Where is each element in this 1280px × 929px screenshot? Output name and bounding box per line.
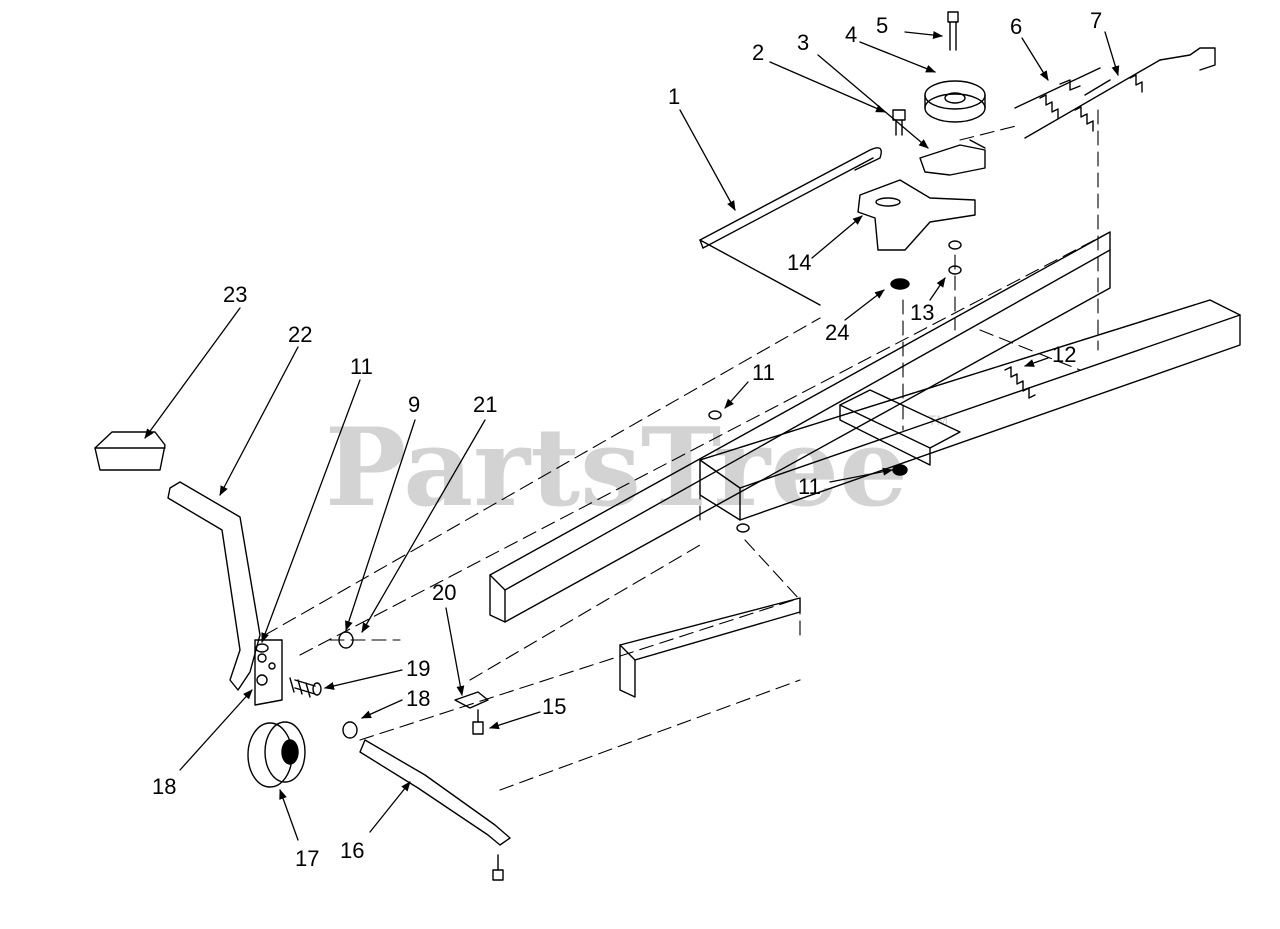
callout-5: 5 xyxy=(876,13,888,38)
bolt-lower xyxy=(492,854,504,881)
bolt-2 xyxy=(892,109,906,136)
callout-19: 19 xyxy=(406,656,430,681)
callout-23: 23 xyxy=(223,282,247,307)
frame-rail-lower xyxy=(619,597,801,698)
brake-rod xyxy=(359,739,511,846)
callout-7: 7 xyxy=(1090,8,1102,33)
callout-1: 1 xyxy=(668,84,680,109)
frame-rail-upper xyxy=(489,231,1111,623)
watermark: PartsTree TM xyxy=(325,405,948,531)
callout-17: 17 xyxy=(295,846,319,871)
callout-18-plate: 18 xyxy=(152,774,176,799)
callout-6: 6 xyxy=(1010,14,1022,39)
callout-11-pedal: 11 xyxy=(350,354,373,379)
callout-18-washer: 18 xyxy=(406,686,430,711)
callout-labels: 1 2 3 4 5 6 7 14 24 13 12 11 11 23 22 11… xyxy=(152,8,1102,871)
callout-13: 13 xyxy=(910,300,934,325)
callout-20: 20 xyxy=(432,580,456,605)
callout-3: 3 xyxy=(797,30,809,55)
nut-11 xyxy=(255,410,908,653)
bolt-5 xyxy=(947,11,959,51)
frame-rail-main xyxy=(699,299,1241,521)
shoulder-bolt xyxy=(289,677,322,698)
spring-7 xyxy=(1024,47,1216,139)
callout-11-cross: 11 xyxy=(798,474,821,499)
callout-16: 16 xyxy=(340,838,364,863)
callout-2: 2 xyxy=(752,40,764,65)
nut-13 xyxy=(948,240,962,275)
washer-24 xyxy=(890,278,910,290)
callout-21: 21 xyxy=(473,392,497,417)
spring-6 xyxy=(1014,67,1101,120)
control-rod xyxy=(699,147,882,306)
leader-lines xyxy=(144,31,1120,841)
pedal-arm xyxy=(167,481,261,691)
callout-24: 24 xyxy=(825,320,849,345)
watermark-text: PartsTree xyxy=(325,405,908,531)
pedal-pad xyxy=(94,431,166,471)
callout-22: 22 xyxy=(288,322,312,347)
drive-pulley xyxy=(247,721,306,788)
idler-bracket xyxy=(857,179,976,251)
clip-20 xyxy=(454,691,489,709)
screw-15 xyxy=(472,709,484,735)
callout-12: 12 xyxy=(1052,342,1076,367)
spring-12 xyxy=(1004,366,1036,399)
callout-14: 14 xyxy=(787,250,811,275)
callout-15: 15 xyxy=(542,694,566,719)
washer-18 xyxy=(342,721,358,739)
idler-pulley xyxy=(924,80,986,123)
washer-9 xyxy=(338,631,354,649)
pedal-plate xyxy=(254,639,283,706)
idler-arm xyxy=(919,139,986,176)
callout-11-frame: 11 xyxy=(752,360,775,385)
cross-member xyxy=(839,389,961,466)
callout-4: 4 xyxy=(845,22,857,47)
callout-9: 9 xyxy=(408,392,420,417)
